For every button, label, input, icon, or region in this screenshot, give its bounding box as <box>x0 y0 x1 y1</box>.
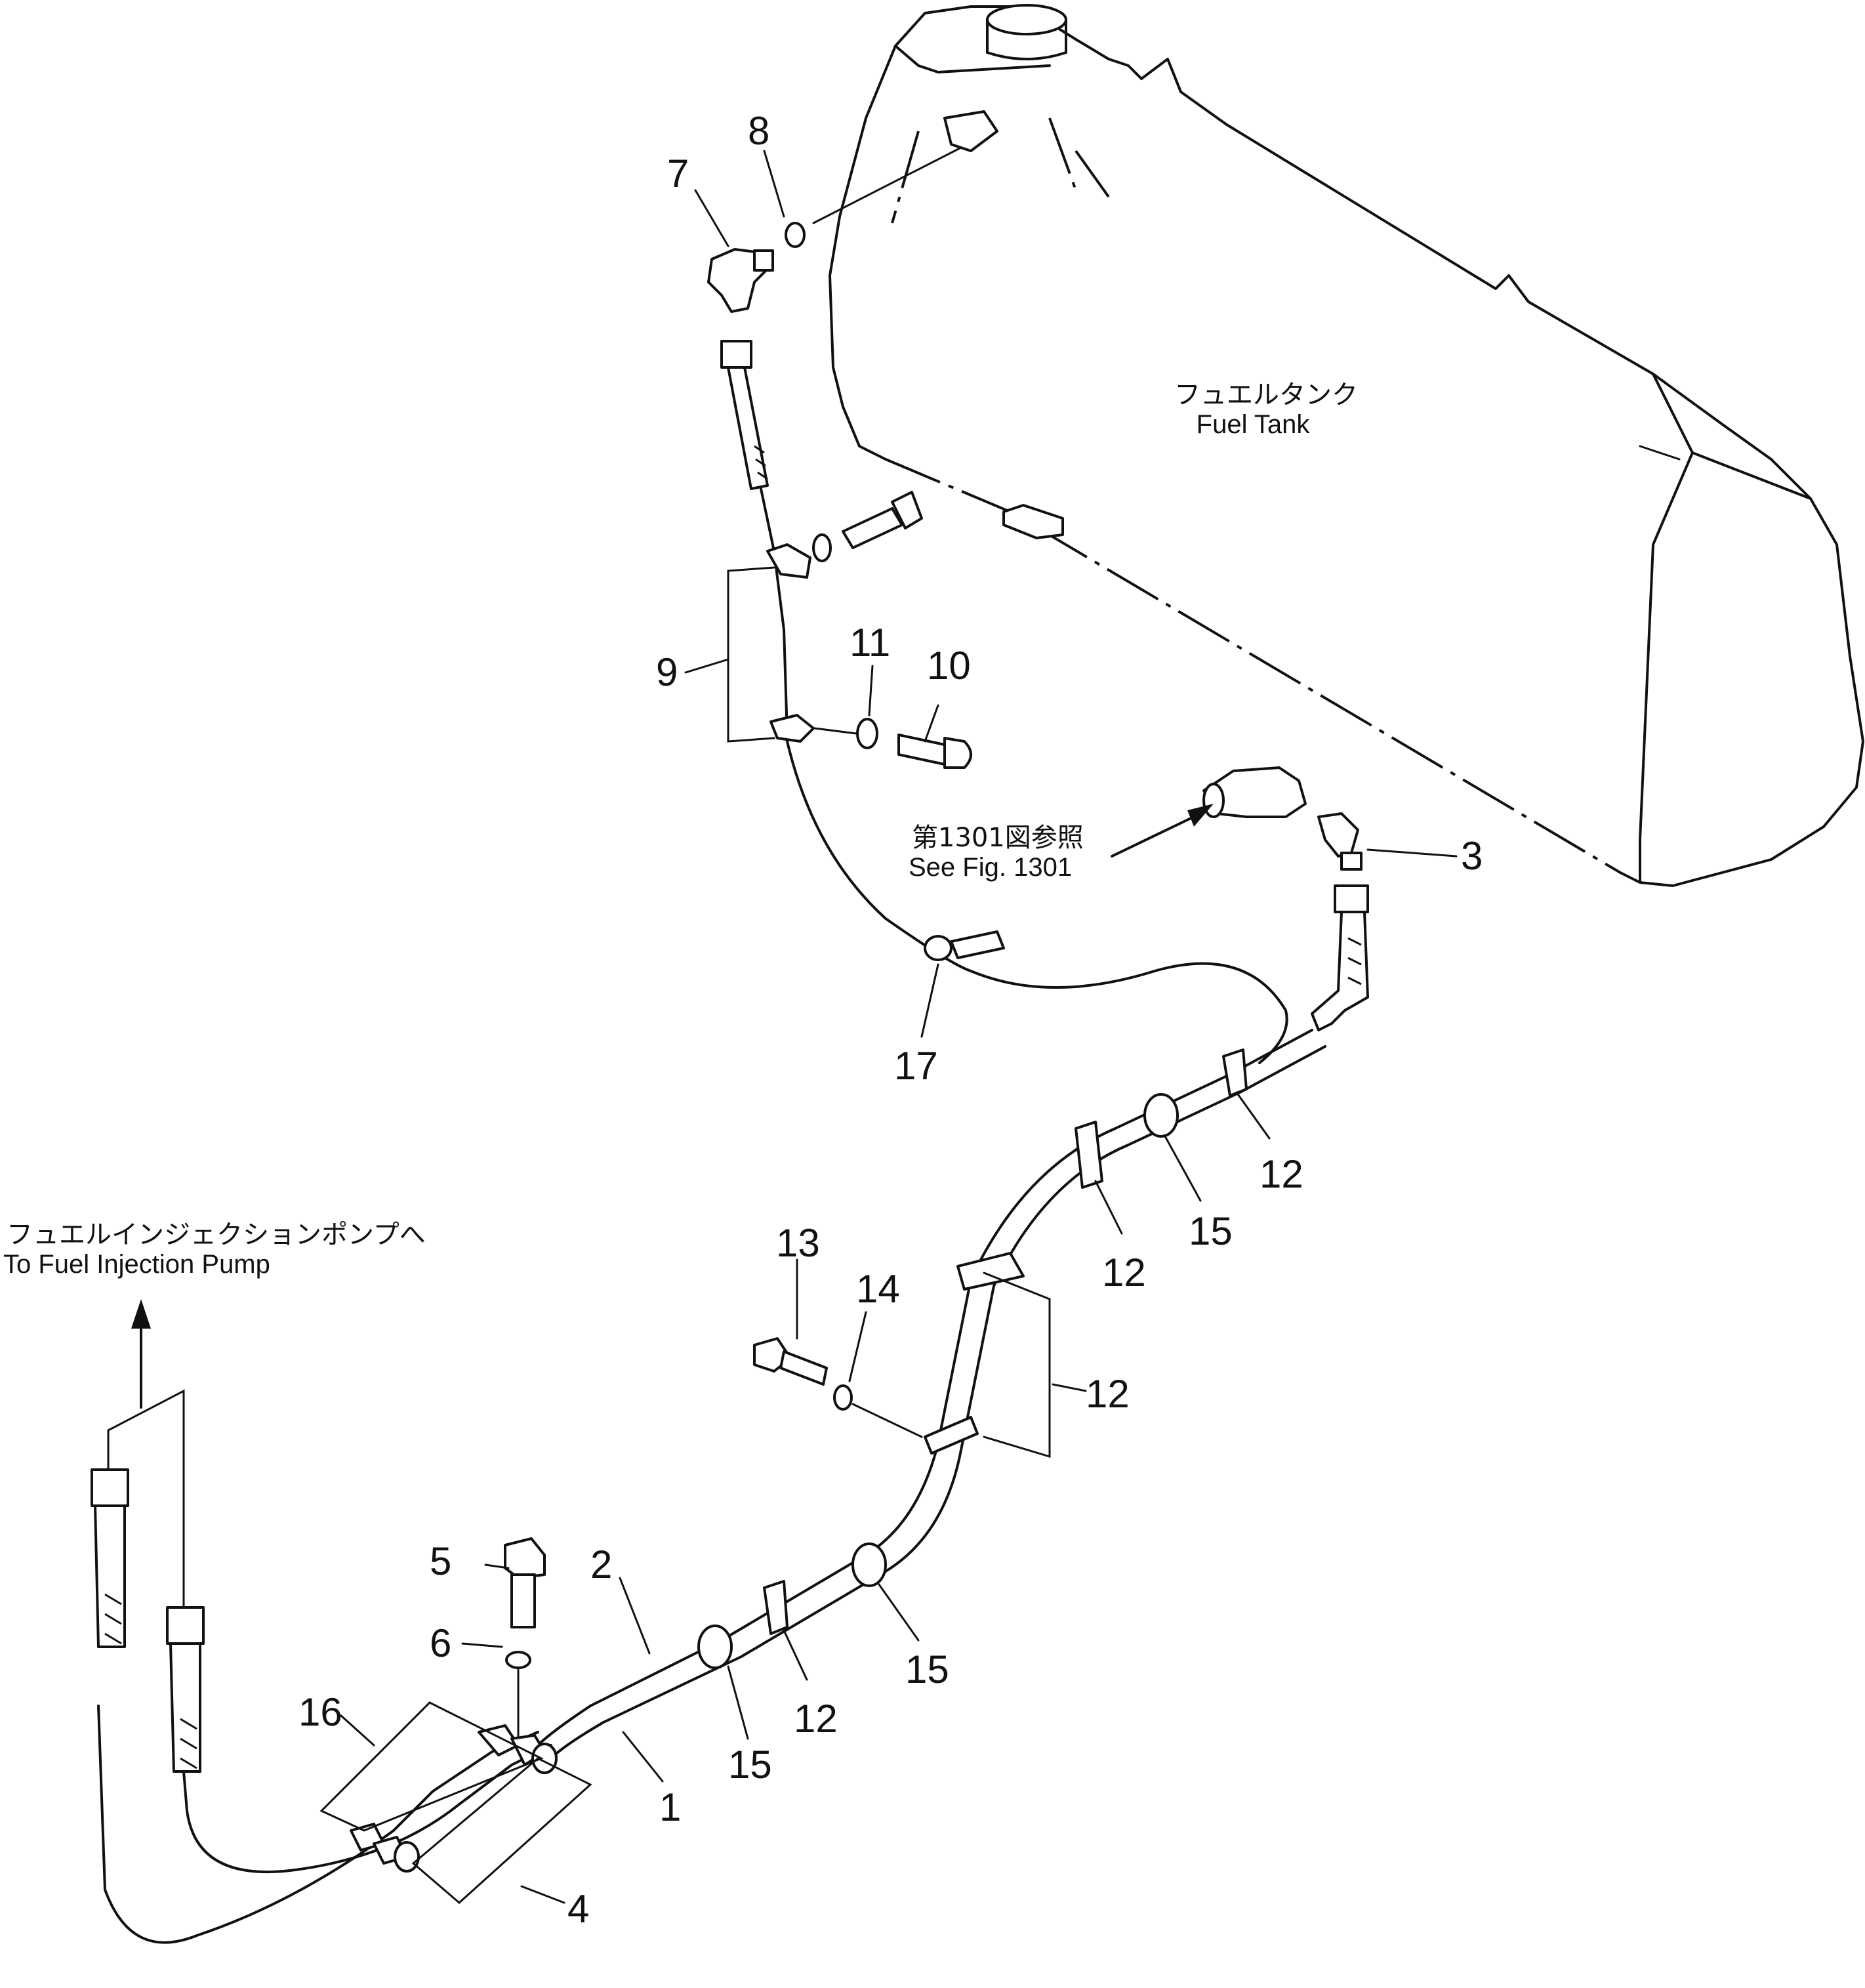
hose-upper <box>720 340 789 736</box>
callouts: 7 8 9 10 11 3 17 12 15 12 12 13 14 5 6 2… <box>298 109 1483 1931</box>
callout-14: 14 <box>856 1267 900 1311</box>
see-fig-label-jp: 第1301図参照 <box>912 823 1084 853</box>
callout-2: 2 <box>590 1543 612 1586</box>
connector-fittings <box>1202 766 1369 1031</box>
callout-3: 3 <box>1461 834 1483 878</box>
callout-1: 1 <box>659 1785 681 1829</box>
callout-4: 4 <box>567 1887 589 1931</box>
clamp-17 <box>924 930 1005 961</box>
callout-10: 10 <box>927 644 971 688</box>
callout-9: 9 <box>656 650 678 694</box>
upper-hose-assembly <box>707 146 1288 1064</box>
callout-12d: 12 <box>794 1697 838 1741</box>
see-fig-label-en: See Fig. 1301 <box>909 853 1072 882</box>
bolt-10 <box>897 734 972 769</box>
callout-7: 7 <box>667 152 689 196</box>
callout-12c: 12 <box>1086 1372 1130 1416</box>
fuel-tank-label-en: Fuel Tank <box>1197 410 1311 439</box>
callout-8: 8 <box>748 109 769 153</box>
washer-11 <box>856 718 878 749</box>
to-pump-label-jp: フュエルインジェクションポンプへ <box>7 1220 426 1250</box>
o-ring-8 <box>785 222 806 248</box>
bolt-5 <box>504 1537 546 1628</box>
callout-11: 11 <box>850 621 890 665</box>
fuel-tank: フュエルタンク Fuel Tank <box>829 4 1864 887</box>
callout-15a: 15 <box>1189 1209 1233 1253</box>
callout-6: 6 <box>430 1621 451 1665</box>
elbow-fitting-7 <box>707 248 774 313</box>
clamp-9 <box>727 543 815 743</box>
main-pipe <box>537 1029 1326 1760</box>
callout-12b: 12 <box>1102 1251 1146 1294</box>
callout-5: 5 <box>430 1539 451 1583</box>
callout-13: 13 <box>776 1221 820 1265</box>
elbow-3 <box>1317 812 1359 858</box>
callout-17: 17 <box>894 1044 938 1088</box>
callout-15b: 15 <box>728 1743 772 1787</box>
callout-12a: 12 <box>1260 1152 1303 1196</box>
to-pump-label-en: To Fuel Injection Pump <box>3 1250 270 1279</box>
callout-15c: 15 <box>905 1647 949 1691</box>
washer-14 <box>833 1384 853 1411</box>
fuel-tank-label-jp: フュエルタンク <box>1174 380 1358 410</box>
callout-16: 16 <box>298 1690 342 1734</box>
lower-pipes <box>91 1299 592 1944</box>
bolt-13 <box>753 1337 828 1386</box>
washer-6 <box>505 1651 531 1669</box>
